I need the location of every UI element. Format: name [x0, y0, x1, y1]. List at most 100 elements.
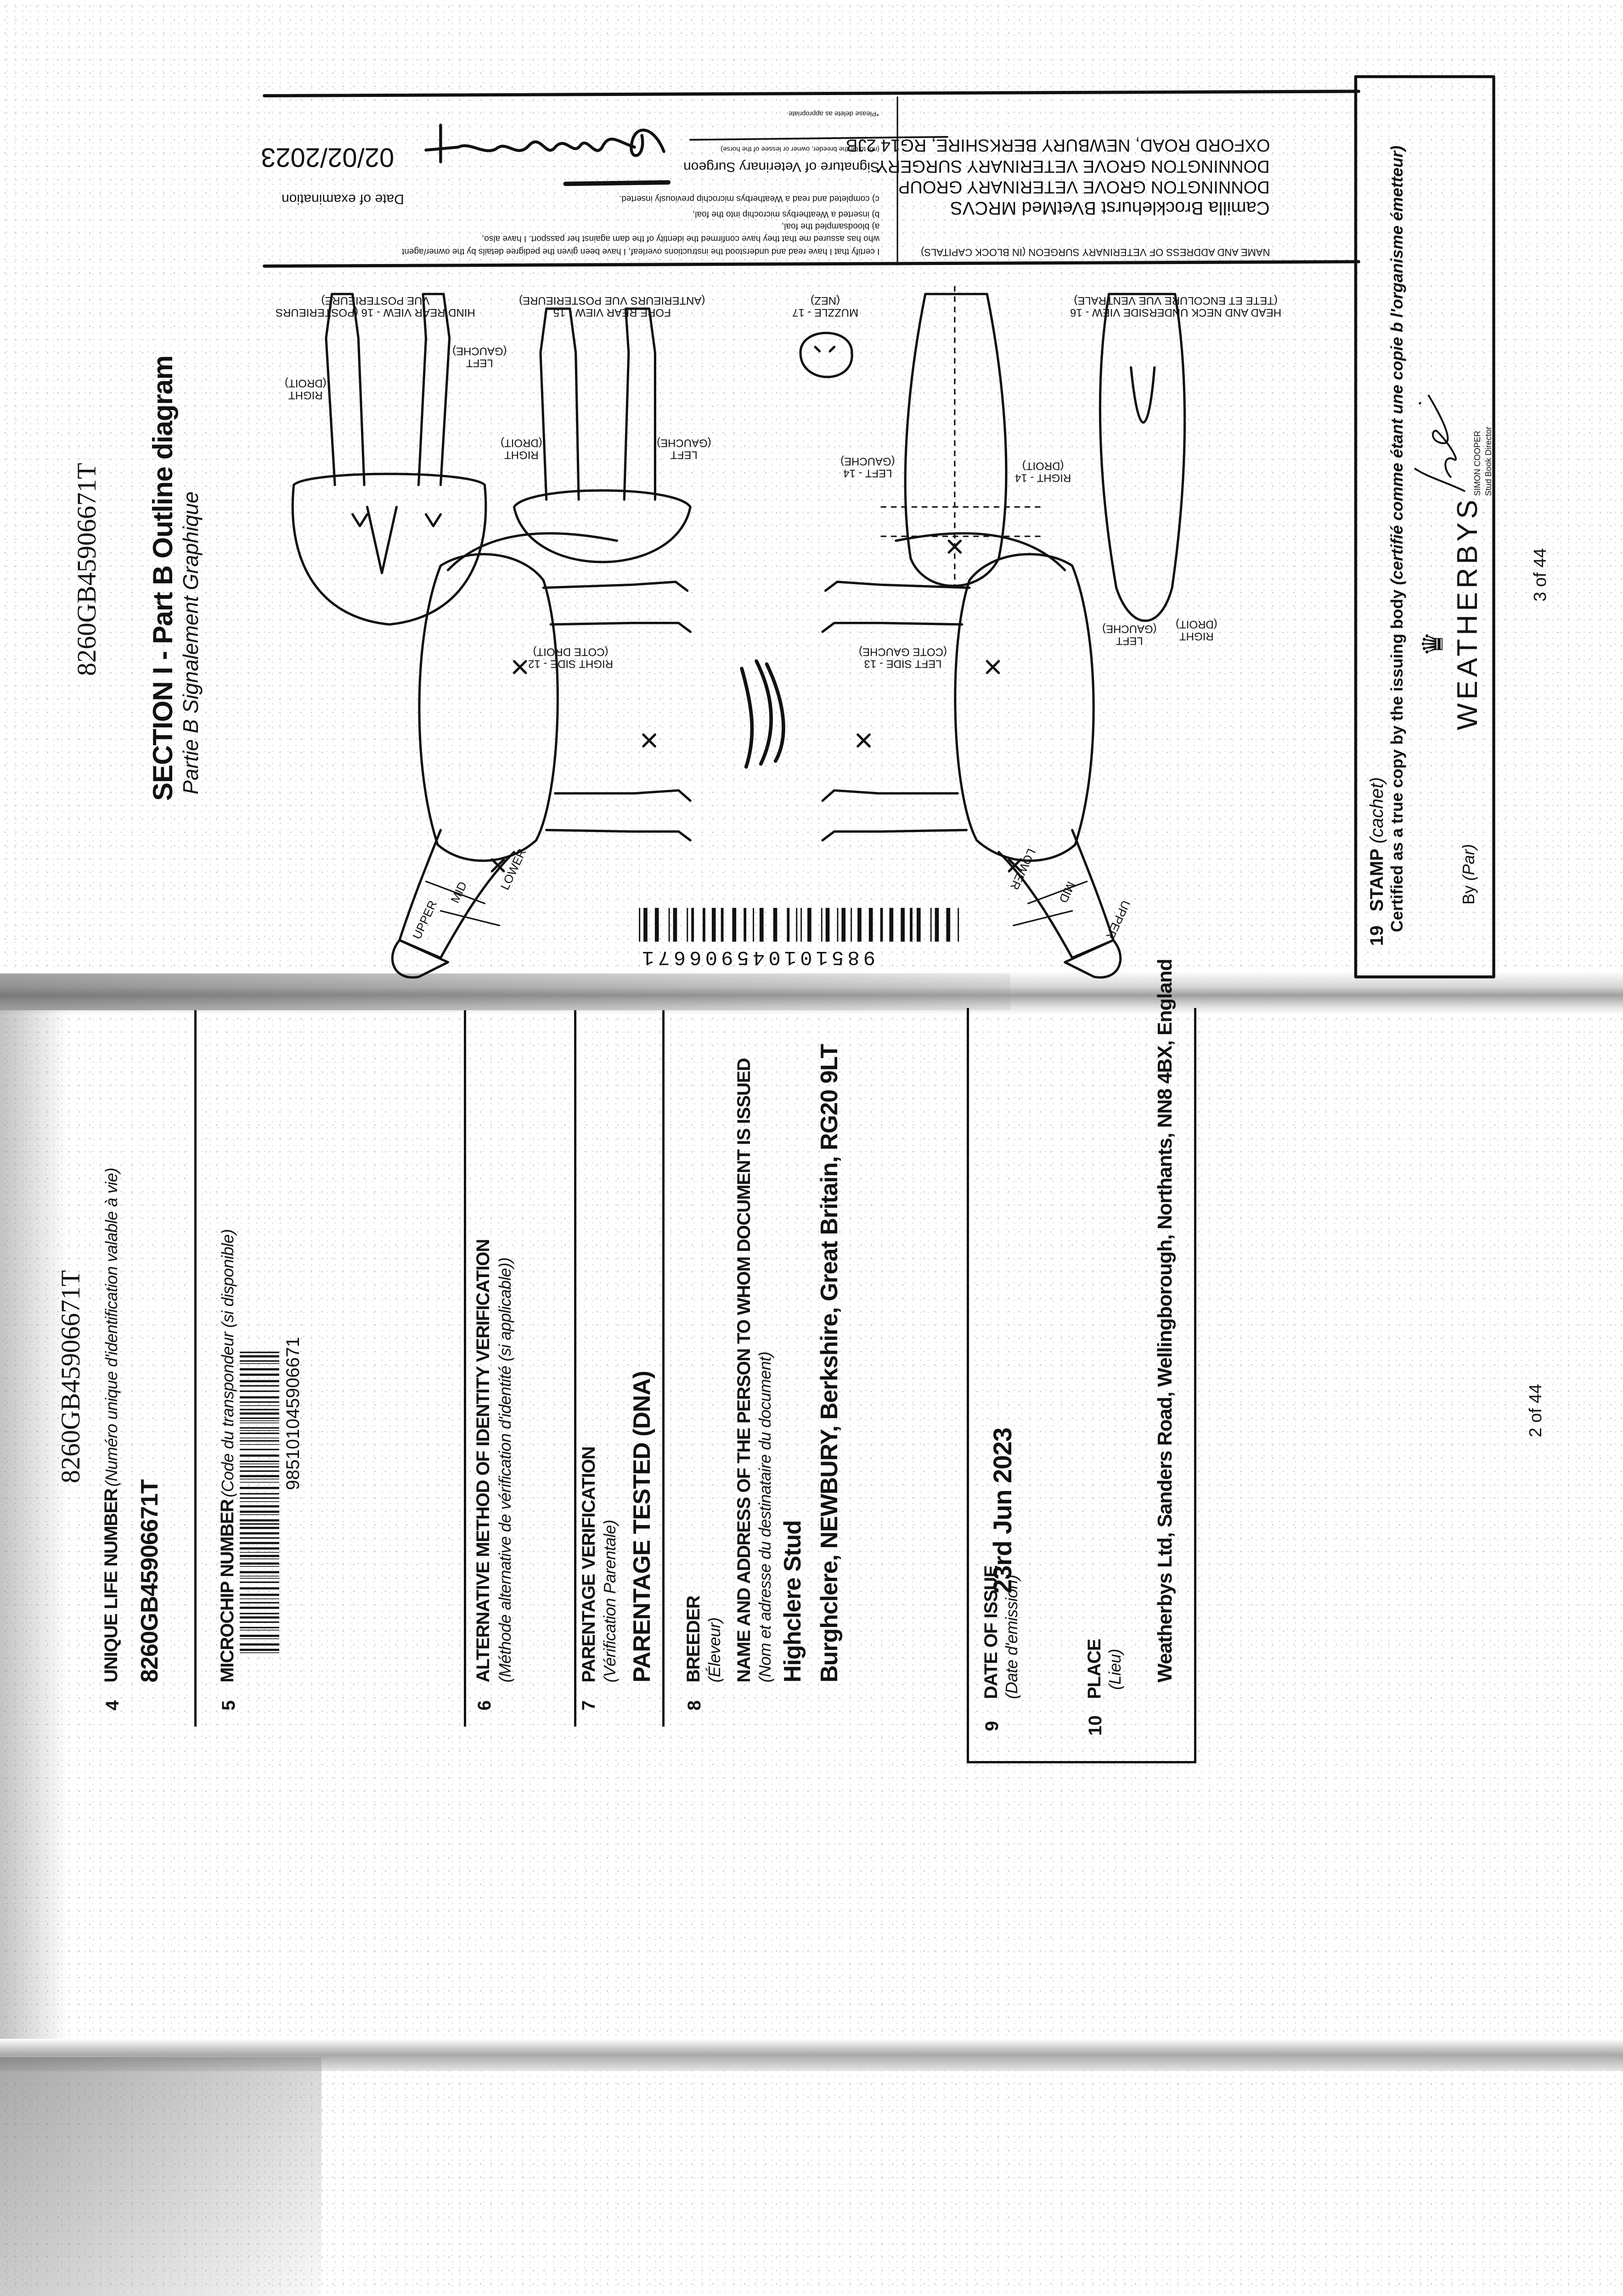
- tail-icon: [740, 659, 785, 769]
- barcode-bar: [807, 908, 812, 942]
- microchip-barcode: [240, 1351, 279, 1653]
- field-breeder-name: Highclere Stud: [779, 1520, 806, 1683]
- barcode-bar: [787, 908, 790, 942]
- barcode-bar: [240, 1401, 279, 1403]
- barcode-bar: [240, 1422, 279, 1424]
- barcode-bar: [240, 1542, 279, 1544]
- signatory-name: SIMON COOPER: [1473, 430, 1482, 496]
- barcode-bar: [240, 1616, 279, 1619]
- barcode-bar: [851, 908, 852, 942]
- barcode-bar: [240, 1587, 279, 1590]
- barcode-bar: [935, 908, 939, 942]
- field-breeder-address: Burghclere, NEWBURY, Berkshire, Great Br…: [816, 1044, 843, 1683]
- barcode-bar: [240, 1368, 279, 1371]
- page-3: 8260GB45906671T SECTION I - Part B Outli…: [0, 0, 1623, 978]
- field-alt-method-label: ALTERNATIVE METHOD OF IDENTITY VERIFICAT…: [473, 1239, 493, 1683]
- barcode-bar: [821, 908, 823, 942]
- barcode-bar: [240, 1652, 279, 1653]
- field-7-number: 7: [579, 1700, 599, 1711]
- barcode-bar: [744, 908, 747, 942]
- stamp-title: STAMP (cachet): [1367, 777, 1387, 912]
- barcode-bar: [673, 908, 677, 942]
- barcode-bar: [240, 1578, 279, 1579]
- barcode-bar: [687, 908, 688, 942]
- struck-line: [563, 180, 671, 186]
- barcode-bar: [240, 1454, 279, 1457]
- barcode-bar: [240, 1505, 279, 1508]
- field-parentage-value: PARENTAGE TESTED (DNA): [629, 1371, 655, 1683]
- field-alt-method-label-fr: (Méthode alternative de vérification d'i…: [496, 1257, 514, 1683]
- divider: [464, 1010, 466, 1727]
- barcode-bar: [240, 1460, 279, 1463]
- barcode-bar: [240, 1523, 279, 1525]
- page-number-3: 3 of 44: [1531, 548, 1550, 602]
- barcode-bar: [240, 1409, 279, 1411]
- head-top-view-diagram: [880, 286, 1044, 589]
- barcode-bar: [825, 908, 830, 942]
- barcode-bar: [240, 1427, 279, 1429]
- barcode-bar: [711, 908, 716, 942]
- barcode-bar: [240, 1649, 279, 1651]
- left-edge-shadow: [0, 1010, 69, 2066]
- field-recipient-label-fr: (Nom et adresse du destinataire du docum…: [755, 1351, 774, 1683]
- divider: [662, 1010, 665, 1727]
- barcode-bar: [240, 1355, 279, 1358]
- hind-rear-view-diagram: [291, 293, 487, 626]
- field-4-number: 4: [102, 1700, 123, 1711]
- barcode-bar: [240, 1493, 279, 1495]
- barcode-bar: [773, 908, 778, 942]
- barcode-bar: [240, 1405, 279, 1406]
- barcode-bar: [889, 908, 894, 942]
- scanner-corner-shadow: [0, 2057, 321, 2296]
- barcode-bar: [240, 1526, 279, 1529]
- stamp-certified: Certified as a true copy by the issuing …: [1387, 146, 1406, 932]
- field-5-number: 5: [219, 1700, 239, 1711]
- fore-rear-view-diagram: [513, 307, 692, 563]
- barcode-bar: [240, 1514, 279, 1515]
- divider: [194, 1010, 197, 1727]
- divider: [574, 1010, 576, 1727]
- barcode-bar: [240, 1571, 279, 1574]
- page-2: 8260GB45906671T 4 UNIQUE LIFE NUMBER (Nu…: [0, 959, 1623, 2053]
- barcode-bar: [240, 1634, 279, 1637]
- barcode-bar: [240, 1555, 279, 1557]
- barcode-bar: [240, 1576, 279, 1577]
- barcode-bar: [880, 908, 883, 942]
- horse-right-side-diagram: [391, 532, 692, 979]
- barcode-bar: [837, 908, 839, 942]
- barcode-bar: [240, 1351, 279, 1353]
- barcode-bar: [240, 1501, 279, 1502]
- page2-header-id: 8260GB45906671T: [56, 1270, 85, 1483]
- field-parentage-label: PARENTAGE VERIFICATION: [579, 1446, 599, 1683]
- barcode-bar: [240, 1385, 279, 1387]
- page3-header-id: 8260GB45906671T: [72, 463, 101, 676]
- barcode-bar: [240, 1470, 279, 1472]
- field-10-number: 10: [1085, 1715, 1105, 1736]
- field-place-value: Weatherbys Ltd, Sanders Road, Wellingbor…: [1154, 959, 1176, 1683]
- page-fold-dark: [0, 974, 1010, 1010]
- barcode-bar: [240, 1613, 279, 1615]
- barcode-bar: [240, 1430, 279, 1431]
- barcode-bar: [240, 1440, 279, 1442]
- field-parentage-label-fr: (Vérification Parentale): [600, 1519, 619, 1683]
- page-number-2: 2 of 44: [1526, 1384, 1545, 1437]
- field-6-number: 6: [474, 1700, 495, 1711]
- field-microchip-value: 985101045906671: [283, 1337, 303, 1490]
- field-microchip-label: MICROCHIP NUMBER (Code du transpondeur (…: [217, 1229, 237, 1683]
- barcode-bar: [958, 908, 959, 942]
- barcode-bar: [240, 1593, 279, 1596]
- vet-block-top-rule: [263, 90, 1360, 98]
- field-9-number: 9: [982, 1721, 1002, 1731]
- signatory-title: Stud Book Director: [1484, 426, 1493, 496]
- field-place-label-fr: (Lieu): [1105, 1649, 1124, 1690]
- barcode-bar: [721, 908, 724, 942]
- barcode-bar: [240, 1444, 279, 1445]
- barcode-bar: [868, 908, 873, 942]
- barcode-bar: [240, 1519, 279, 1522]
- barcode-bar: [916, 908, 921, 942]
- barcode-bar: [240, 1497, 279, 1499]
- barcode-bar: [703, 908, 705, 942]
- barcode-bar: [240, 1630, 279, 1631]
